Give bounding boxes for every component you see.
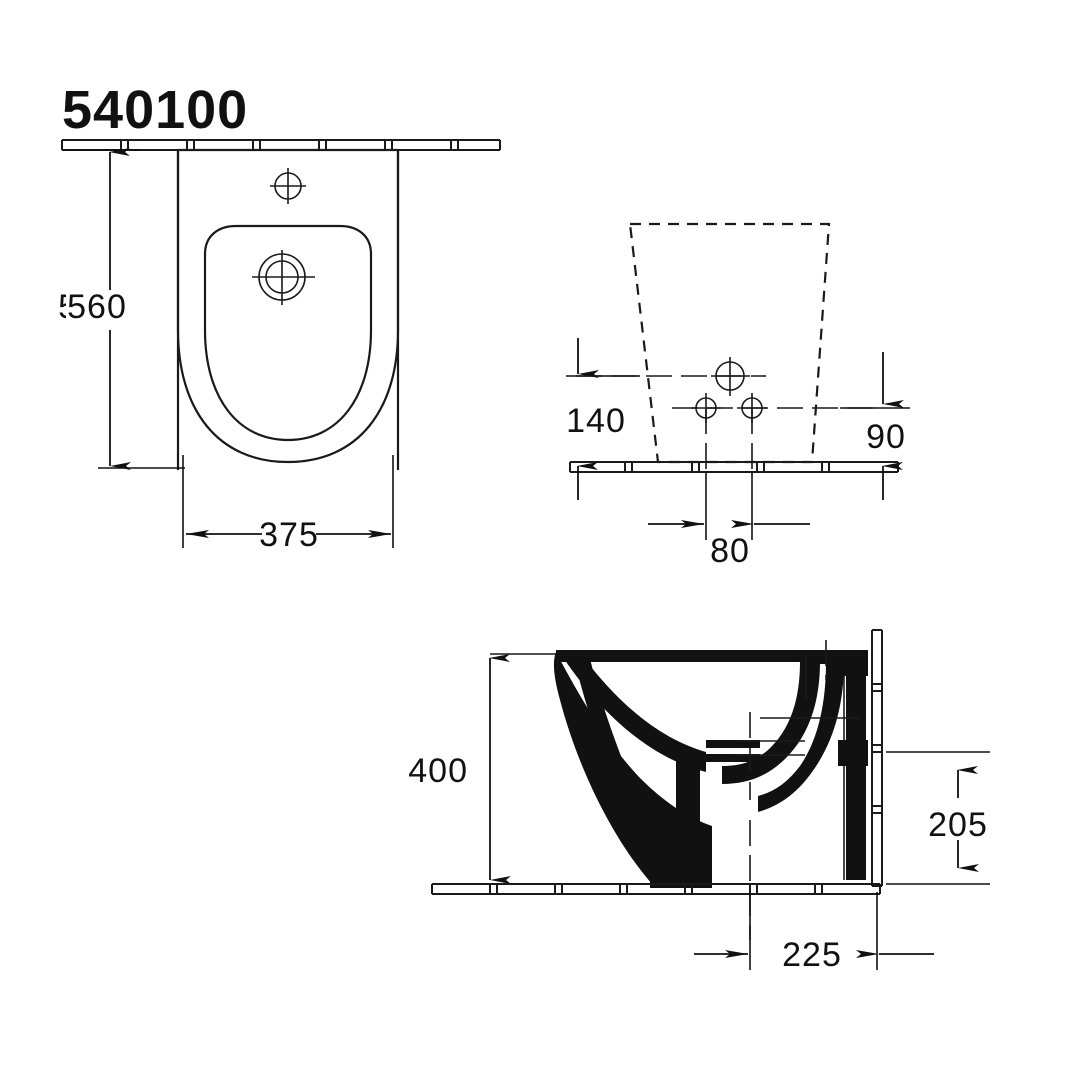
dimension-label-90: 90 (866, 418, 906, 456)
front-center-fixing-hole (711, 357, 750, 396)
dimension-225: 225 (694, 892, 934, 974)
dimension-375: 375 (182, 455, 394, 554)
plan-wall-hatch (61, 139, 501, 151)
dimension-label-560-fg: 560 (67, 288, 127, 326)
section-floor-hatch (431, 883, 881, 895)
dimension-90: 90 (840, 352, 910, 500)
dimension-label-205: 205 (928, 806, 988, 844)
section-detail-lines (735, 656, 860, 880)
dimension-80: 80 (648, 472, 810, 570)
section-center-lines (749, 640, 827, 940)
dimension-560: 560 560 (58, 148, 185, 470)
page-title: 540100 (62, 80, 248, 140)
plan-view: 560 560 375 (58, 139, 501, 554)
section-view: 400 205 225 (408, 629, 990, 974)
section-wall-hatch (871, 629, 883, 887)
plan-small-crosshair-hole (270, 168, 306, 204)
dimension-label-375: 375 (259, 516, 319, 554)
section-body-front-wall (553, 652, 712, 884)
front-view: 140 90 80 (566, 222, 910, 570)
dimension-label-225: 225 (782, 936, 842, 974)
dimension-205: 205 (886, 751, 990, 885)
section-profile-group (556, 650, 868, 888)
plan-rim-outline (203, 224, 373, 442)
front-body-hidden-outline (628, 222, 831, 464)
front-right-bolt-hole (737, 393, 767, 423)
dimension-140: 140 (566, 338, 640, 500)
dimension-label-400: 400 (408, 752, 468, 790)
front-floor-hatch (569, 461, 899, 473)
dimension-label-140: 140 (566, 402, 626, 440)
dimension-400: 400 (408, 654, 511, 884)
plan-large-crosshair-drain (252, 250, 315, 305)
plan-bowl-outer-outline (176, 150, 400, 464)
front-left-bolt-hole (691, 393, 721, 423)
dimension-label-80: 80 (710, 532, 750, 570)
